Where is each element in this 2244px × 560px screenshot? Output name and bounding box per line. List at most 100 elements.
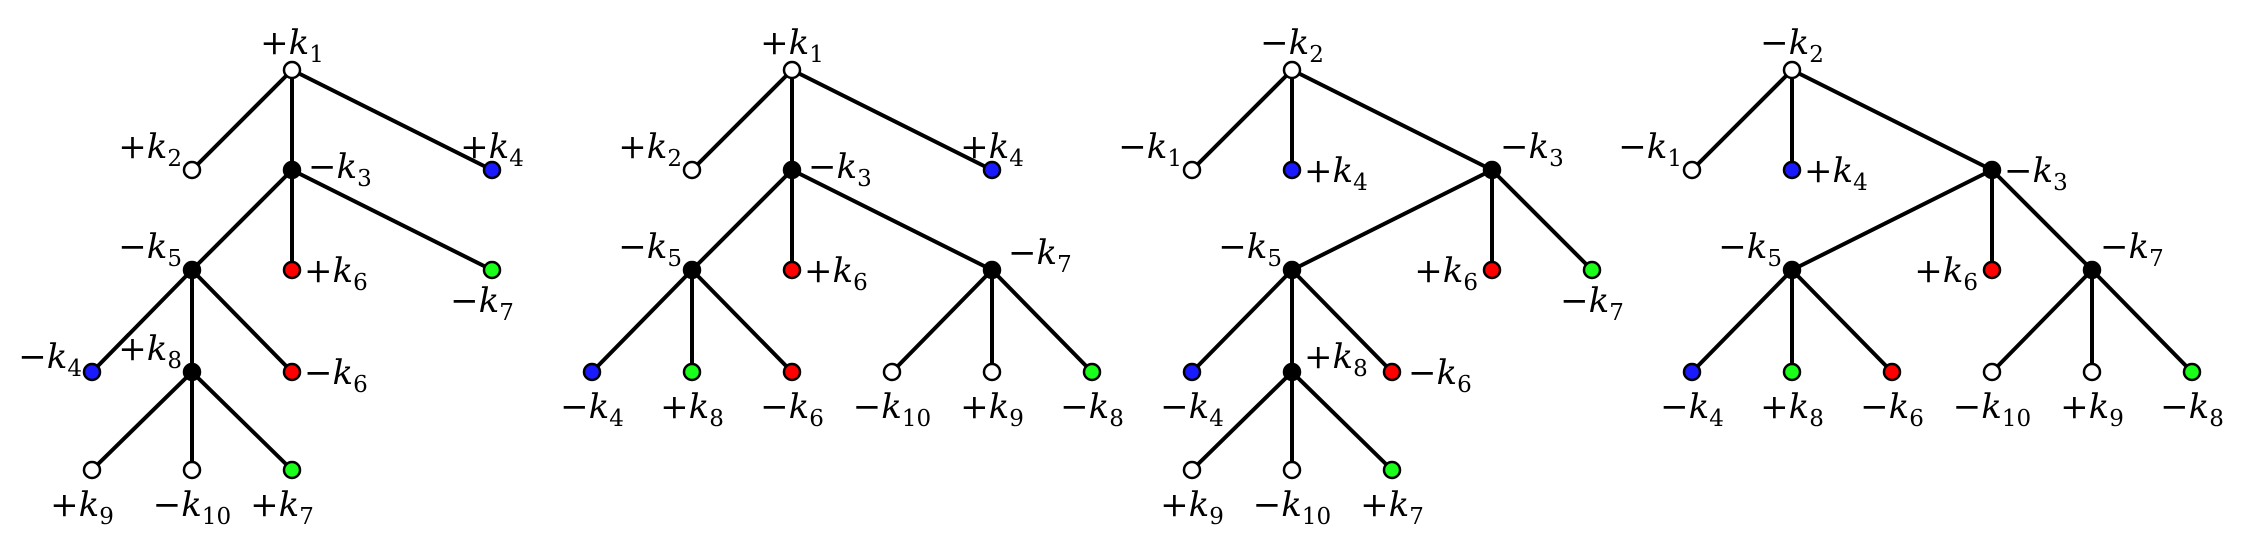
node-label: −k8: [2160, 387, 2224, 432]
tree-node-blue: [1182, 362, 1202, 382]
node-label: −k6: [304, 353, 368, 398]
tree-edge: [190, 370, 294, 472]
node-label: +k7: [1360, 485, 1424, 530]
tree-edge: [1790, 168, 1994, 272]
node-label: −k7: [1008, 233, 1072, 278]
tree-edge: [290, 68, 494, 172]
node-label: +k4: [1304, 151, 1368, 196]
node-label: −k2: [1760, 23, 1824, 68]
tree-edge: [1290, 168, 1494, 272]
tree-edge: [1990, 268, 2094, 374]
tree-node-blue: [1282, 160, 1302, 180]
tree-node-blue: [482, 160, 502, 180]
tree-node-black: [1782, 260, 1802, 280]
tree-node-black: [1482, 160, 1502, 180]
node-label: +k2: [118, 127, 182, 172]
node-label: −k10: [853, 387, 931, 432]
tree-node-red: [782, 260, 802, 280]
tree-edge: [790, 168, 994, 272]
tree-node-white: [182, 460, 202, 480]
tree-edge: [190, 68, 294, 172]
tree-edge: [1190, 68, 1294, 172]
tree-edge: [1190, 370, 1294, 472]
tree-node-black: [182, 362, 202, 382]
tree-edge: [190, 268, 294, 374]
tree-node-white: [1182, 460, 1202, 480]
tree-node-blue: [982, 160, 1002, 180]
tree-node-blue: [1682, 362, 1702, 382]
tree-node-white: [682, 160, 702, 180]
tree-edge: [690, 268, 794, 374]
tree-node-blue: [1782, 160, 1802, 180]
tree-node-black: [282, 160, 302, 180]
node-label: −k5: [618, 227, 682, 272]
node-label: −k3: [308, 147, 372, 192]
node-label: −k7: [450, 281, 514, 326]
node-label: +k4: [960, 127, 1024, 172]
tree-node-white: [182, 160, 202, 180]
tree-edge: [790, 68, 994, 172]
tree-node-white: [2082, 362, 2102, 382]
tree-node-green: [482, 260, 502, 280]
node-label: −k6: [1408, 353, 1472, 398]
tree-node-red: [282, 362, 302, 382]
tree-node-white: [82, 460, 102, 480]
tree-edge: [1290, 268, 1394, 374]
node-label: −k4: [18, 337, 82, 382]
tree-node-white: [282, 60, 302, 80]
tree-edge: [890, 268, 994, 374]
node-label: −k7: [2100, 227, 2164, 272]
tree-edge: [90, 268, 194, 374]
tree-diagram-3: −k2−k1+k4−k3−k5+k6−k7−k4+k8−k6+k9−k10+k7: [1118, 23, 1624, 530]
node-label: +k6: [1914, 251, 1978, 296]
tree-edge: [590, 268, 694, 374]
node-label: +k9: [50, 485, 114, 530]
tree-node-black: [182, 260, 202, 280]
node-label: +k4: [1804, 151, 1868, 196]
tree-node-red: [1882, 362, 1902, 382]
node-label: −k3: [808, 147, 872, 192]
node-label: −k3: [2004, 151, 2068, 196]
node-label: +k9: [960, 387, 1024, 432]
tree-node-red: [1482, 260, 1502, 280]
tree-diagram-1: +k1+k2−k3+k4−k5+k6−k7−k4+k8−k6+k9−k10+k7: [18, 23, 524, 530]
node-label: −k8: [1060, 387, 1124, 432]
tree-node-green: [2182, 362, 2202, 382]
tree-edge: [1290, 68, 1494, 172]
node-label: +k9: [1160, 485, 1224, 530]
node-label: −k4: [560, 387, 624, 432]
node-label: −k10: [153, 485, 231, 530]
tree-edge: [1190, 268, 1294, 374]
tree-node-black: [2082, 260, 2102, 280]
tree-node-white: [1182, 160, 1202, 180]
tree-node-red: [282, 260, 302, 280]
tree-node-black: [1282, 260, 1302, 280]
node-label: −k5: [118, 227, 182, 272]
tree-node-white: [982, 362, 1002, 382]
tree-node-green: [282, 460, 302, 480]
tree-node-red: [1382, 362, 1402, 382]
tree-node-white: [782, 60, 802, 80]
tree-node-blue: [582, 362, 602, 382]
tree-edge: [690, 168, 794, 272]
tree-node-black: [682, 260, 702, 280]
tree-node-white: [1282, 460, 1302, 480]
node-label: +k6: [304, 251, 368, 296]
node-label: +k8: [1304, 337, 1368, 382]
node-label: +k2: [618, 127, 682, 172]
tree-node-blue: [82, 362, 102, 382]
tree-node-black: [982, 260, 1002, 280]
tree-edge: [990, 268, 1094, 374]
tree-edge: [1790, 268, 1894, 374]
node-label: +k1: [260, 23, 324, 68]
node-label: −k3: [1500, 127, 1564, 172]
tree-edge: [190, 168, 294, 272]
tree-node-green: [1382, 460, 1402, 480]
node-label: −k2: [1260, 23, 1324, 68]
tree-node-white: [1282, 60, 1302, 80]
node-label: +k1: [760, 23, 824, 68]
tree-edge: [1290, 370, 1394, 472]
tree-node-black: [1982, 160, 2002, 180]
tree-node-white: [1682, 160, 1702, 180]
